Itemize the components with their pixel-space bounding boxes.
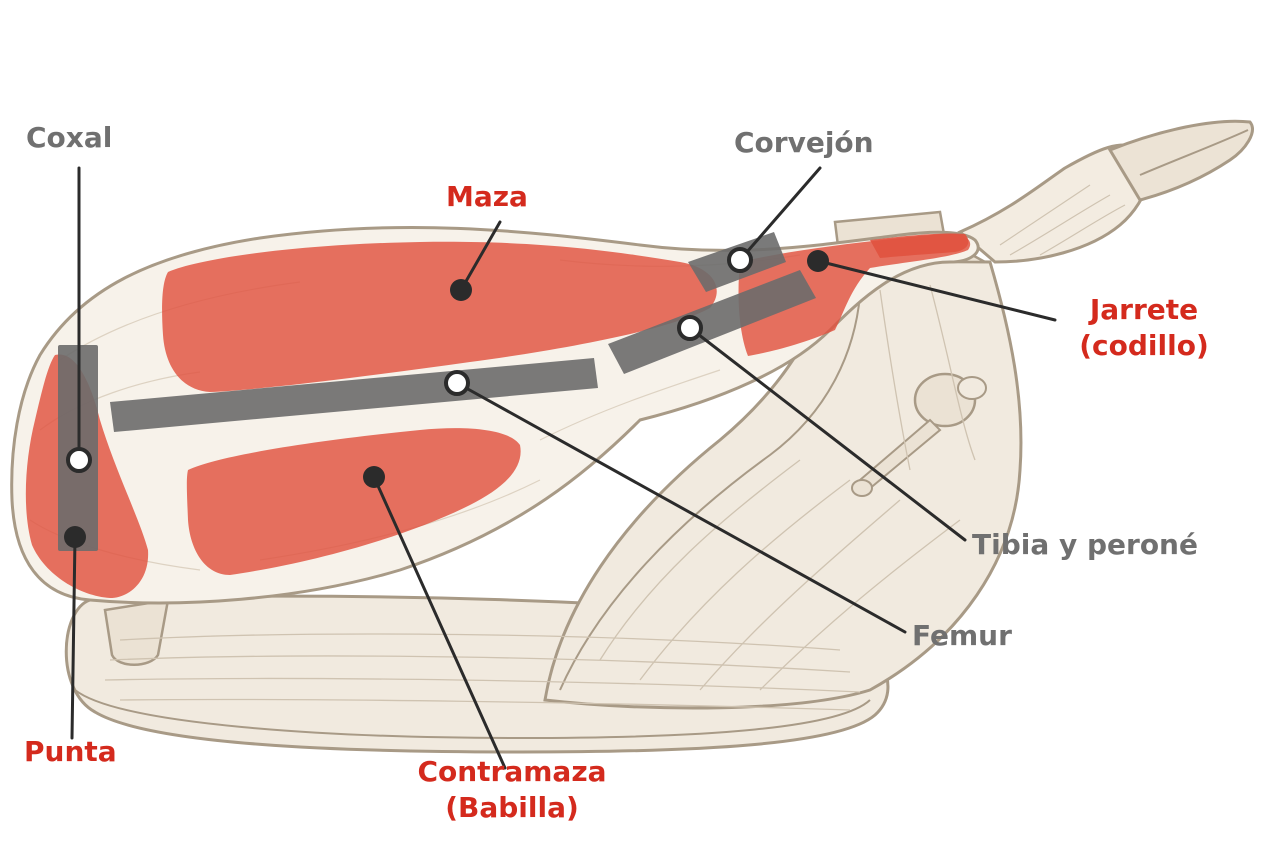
label-jarrete-line1: Jarrete xyxy=(1089,293,1199,326)
label-corvejon: Corvejón xyxy=(734,126,874,159)
label-maza: Maza xyxy=(446,180,528,213)
label-jarrete-line2: (codillo) xyxy=(1079,329,1209,362)
label-coxal: Coxal xyxy=(26,121,113,154)
holder-foot xyxy=(103,598,170,666)
label-tibia: Tibia y peroné xyxy=(972,528,1198,561)
label-contramaza-line2: (Babilla) xyxy=(445,791,579,824)
leader-corvejon xyxy=(738,166,822,262)
muscles xyxy=(25,233,971,598)
holder-base-edge xyxy=(74,689,871,740)
leader-tibia xyxy=(688,326,967,542)
label-contramaza: Contramaza (Babilla) xyxy=(392,754,632,826)
wood-grain xyxy=(104,284,976,711)
hoof-tip xyxy=(1107,119,1254,202)
marker-maza xyxy=(450,279,472,301)
label-femur: Femur xyxy=(912,619,1012,652)
muscle-jarrete xyxy=(738,233,971,356)
hoof-split xyxy=(1139,129,1249,176)
bone-tibia xyxy=(608,270,816,374)
bone-femur xyxy=(110,358,598,432)
label-jarrete: Jarrete (codillo) xyxy=(1064,292,1224,364)
label-contramaza-line1: Contramaza xyxy=(417,755,607,788)
label-punta: Punta xyxy=(24,735,117,768)
markers xyxy=(64,247,829,548)
muscle-tip-band xyxy=(870,233,969,258)
holder-post-inner xyxy=(559,294,861,691)
leader-maza xyxy=(459,220,502,292)
marker-jarrete xyxy=(807,250,829,272)
holder-screw-knob-top xyxy=(957,376,987,400)
ham-holder xyxy=(64,210,1023,754)
marker-contramaza xyxy=(363,466,385,488)
marker-punta xyxy=(64,526,86,548)
hoof-hatching xyxy=(999,184,1126,256)
muscle-contramaza xyxy=(186,428,521,575)
leader-contramaza xyxy=(372,475,507,770)
leader-punta xyxy=(70,535,77,740)
ham-hoof xyxy=(957,119,1254,264)
marker-femur xyxy=(444,370,470,396)
marker-coxal xyxy=(66,447,92,473)
muscle-maza xyxy=(162,241,717,392)
leader-lines xyxy=(70,166,1057,770)
marker-tibia xyxy=(677,315,703,341)
holder-post xyxy=(543,258,1023,710)
marker-corvejon xyxy=(727,247,753,273)
holder-screw-tip xyxy=(851,479,873,497)
leader-jarrete xyxy=(816,259,1057,322)
leader-femur xyxy=(455,381,907,634)
